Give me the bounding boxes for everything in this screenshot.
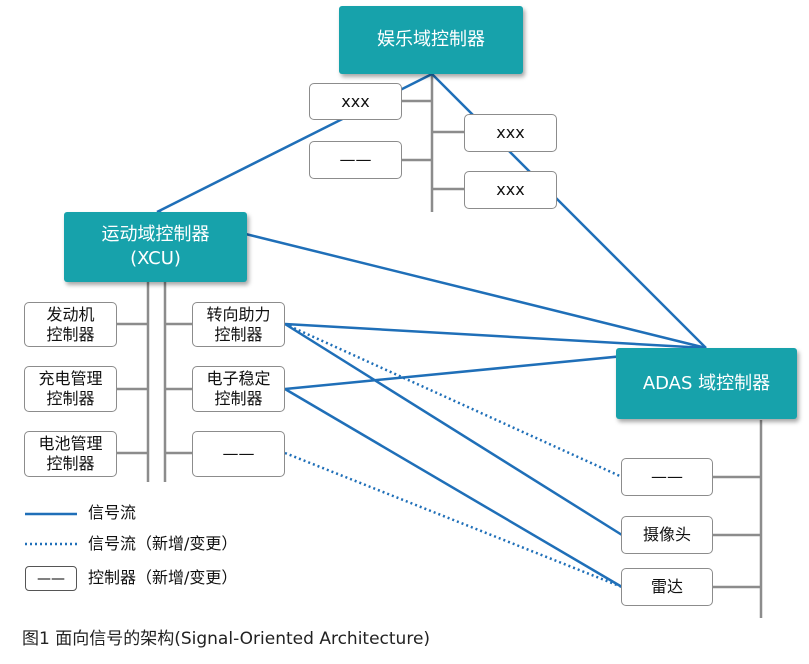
node-label: 转向助力 xyxy=(206,304,271,324)
infotainment-domain-label: 娱乐域控制器 xyxy=(377,29,485,50)
battery-controller[interactable]: 电池管理 控制器 xyxy=(24,431,117,477)
node-label: 摄像头 xyxy=(642,525,691,544)
camera-node[interactable]: 摄像头 xyxy=(621,516,713,554)
infotainment-node[interactable]: xxx xyxy=(309,83,402,120)
node-label: 电子稳定 xyxy=(206,369,271,388)
motion-domain-controller[interactable]: 运动域控制器 (XCU) xyxy=(64,212,247,282)
signal-motion-adas xyxy=(156,210,707,350)
esc-controller[interactable]: 电子稳定 控制器 xyxy=(192,366,285,412)
figure-caption: 图1 面向信号的架构(Signal-Oriented Architecture) xyxy=(22,629,431,649)
signal-steering-adas xyxy=(284,322,707,350)
legend-controller-symbol: —— xyxy=(25,566,77,591)
node-label: —— xyxy=(651,467,683,486)
adas-node-new[interactable]: —— xyxy=(621,458,713,496)
node-label: xxx xyxy=(496,180,525,199)
signal-new-steering-adas-node xyxy=(284,322,623,479)
legend-signal-flow-new-label: 信号流（新增/变更） xyxy=(88,534,238,553)
engine-controller[interactable]: 发动机 控制器 xyxy=(24,302,117,347)
node-label: xxx xyxy=(496,123,525,142)
legend-signal-flow-label: 信号流 xyxy=(88,503,137,522)
node-label: 雷达 xyxy=(650,577,683,596)
node-label: —— xyxy=(222,444,255,463)
infotainment-node[interactable]: xxx xyxy=(464,114,557,152)
adas-domain-label: ADAS 域控制器 xyxy=(642,372,771,394)
node-label: 充电管理 xyxy=(38,369,103,388)
signal-new-motion-node-radar xyxy=(284,451,623,589)
infotainment-domain-controller[interactable]: 娱乐域控制器 xyxy=(339,6,523,74)
charging-controller[interactable]: 充电管理 控制器 xyxy=(24,366,117,412)
signal-esc-radar xyxy=(284,387,623,589)
steering-controller[interactable]: 转向助力 控制器 xyxy=(192,302,285,347)
node-sublabel: 控制器 xyxy=(46,389,95,408)
motion-node-new[interactable]: —— xyxy=(192,431,285,477)
legend-controller-new-label: 控制器（新增/变更） xyxy=(88,568,238,587)
node-sublabel: 控制器 xyxy=(214,324,263,344)
motion-domain-label: 运动域控制器 xyxy=(101,224,210,245)
node-sublabel: 控制器 xyxy=(46,324,95,344)
node-label: xxx xyxy=(341,91,370,111)
node-label: 发动机 xyxy=(46,304,95,324)
radar-node[interactable]: 雷达 xyxy=(621,568,713,606)
motion-domain-sublabel: (XCU) xyxy=(130,248,181,269)
node-label: 电池管理 xyxy=(38,434,103,453)
infotainment-node[interactable]: xxx xyxy=(464,171,557,209)
adas-domain-controller[interactable]: ADAS 域控制器 xyxy=(616,348,797,419)
node-sublabel: 控制器 xyxy=(46,454,95,473)
infotainment-node-new[interactable]: —— xyxy=(309,141,402,179)
node-sublabel: 控制器 xyxy=(214,389,263,408)
signal-steering-camera xyxy=(284,322,623,537)
legend-symbol-text: —— xyxy=(37,570,65,587)
node-label: —— xyxy=(339,150,372,169)
